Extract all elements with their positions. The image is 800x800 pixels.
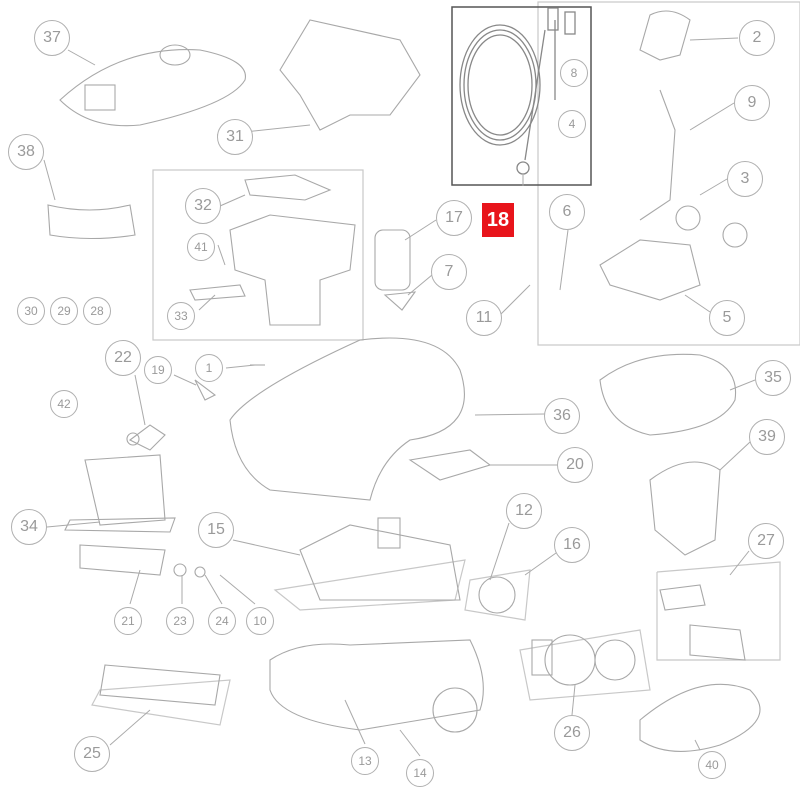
callout-part-36[interactable]: 36 — [544, 398, 580, 434]
callout-part-30[interactable]: 30 — [17, 297, 45, 325]
highlight-box-18 — [451, 6, 592, 186]
callout-part-39[interactable]: 39 — [749, 419, 785, 455]
callout-part-15[interactable]: 15 — [198, 512, 234, 548]
callout-part-9[interactable]: 9 — [734, 85, 770, 121]
group-frame-filter — [152, 169, 364, 341]
callout-part-16[interactable]: 16 — [554, 527, 590, 563]
callout-part-10[interactable]: 10 — [246, 607, 274, 635]
callout-part-4[interactable]: 4 — [558, 110, 586, 138]
callout-part-12[interactable]: 12 — [506, 493, 542, 529]
callout-part-26[interactable]: 26 — [554, 715, 590, 751]
callout-part-17[interactable]: 17 — [436, 200, 472, 236]
callout-part-33[interactable]: 33 — [167, 302, 195, 330]
frame-15 — [273, 559, 466, 611]
callout-part-8[interactable]: 8 — [560, 59, 588, 87]
frame-25 — [91, 679, 231, 726]
callout-part-28[interactable]: 28 — [83, 297, 111, 325]
callout-part-1[interactable]: 1 — [195, 354, 223, 382]
callout-part-32[interactable]: 32 — [185, 188, 221, 224]
callout-part-21[interactable]: 21 — [114, 607, 142, 635]
callout-part-6[interactable]: 6 — [549, 194, 585, 230]
callout-part-41[interactable]: 41 — [187, 233, 215, 261]
group-frame-cart — [537, 1, 800, 346]
callout-part-27[interactable]: 27 — [748, 523, 784, 559]
callout-part-25[interactable]: 25 — [74, 736, 110, 772]
callout-part-5[interactable]: 5 — [709, 300, 745, 336]
callout-part-37[interactable]: 37 — [34, 20, 70, 56]
callout-part-35[interactable]: 35 — [755, 360, 791, 396]
leader-lines — [43, 37, 756, 757]
callout-part-2[interactable]: 2 — [739, 20, 775, 56]
callout-part-24[interactable]: 24 — [208, 607, 236, 635]
callout-part-14[interactable]: 14 — [406, 759, 434, 787]
frame-26 — [519, 629, 651, 701]
callout-part-31[interactable]: 31 — [217, 119, 253, 155]
callout-part-34[interactable]: 34 — [11, 509, 47, 545]
callout-part-29[interactable]: 29 — [50, 297, 78, 325]
frame-16 — [464, 569, 531, 621]
callout-part-13[interactable]: 13 — [351, 747, 379, 775]
callout-part-11[interactable]: 11 — [466, 300, 502, 336]
callout-part-23[interactable]: 23 — [166, 607, 194, 635]
callout-part-7[interactable]: 7 — [431, 254, 467, 290]
callout-part-22[interactable]: 22 — [105, 340, 141, 376]
highlighted-part-18-label[interactable]: 18 — [482, 203, 514, 237]
callout-part-20[interactable]: 20 — [557, 447, 593, 483]
callout-part-42[interactable]: 42 — [50, 390, 78, 418]
callout-part-3[interactable]: 3 — [727, 161, 763, 197]
group-frame-27 — [656, 561, 781, 661]
callout-part-40[interactable]: 40 — [698, 751, 726, 779]
callout-part-19[interactable]: 19 — [144, 356, 172, 384]
callout-part-38[interactable]: 38 — [8, 134, 44, 170]
